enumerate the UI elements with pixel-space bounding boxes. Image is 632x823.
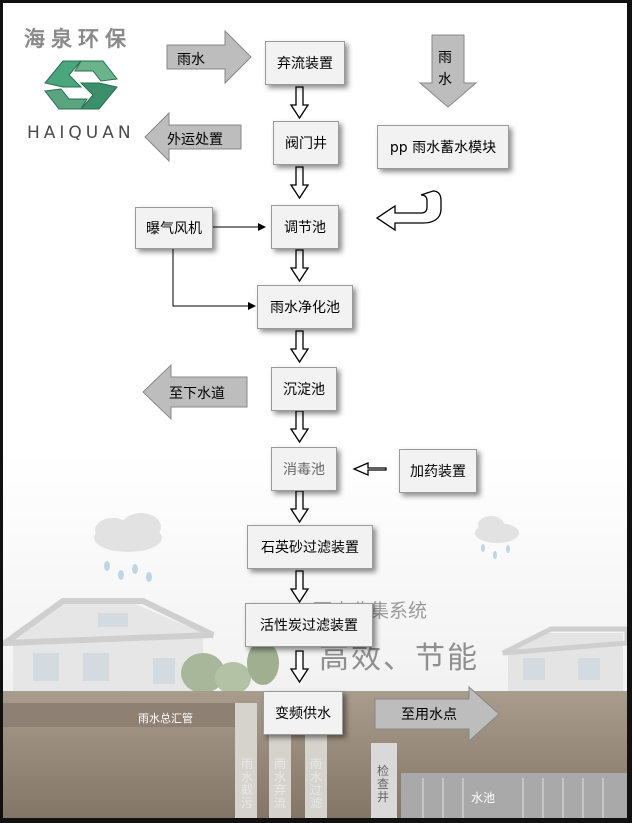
cloud-right-icon xyxy=(475,516,519,559)
down-arrow-icon xyxy=(289,490,310,524)
down-arrow-icon xyxy=(289,570,310,604)
qiliu-box: 弃流装置 xyxy=(265,41,345,85)
logo-english: HAIQUAN xyxy=(27,123,135,143)
rain-input-arrow-icon xyxy=(166,29,252,85)
logo-name: 海泉环保 xyxy=(24,27,132,51)
xiashuidao-arrow-icon xyxy=(142,363,248,421)
jiayao-box: 加药装置 xyxy=(399,449,477,493)
pp-module-box: pp 雨水蓄水模块 xyxy=(377,125,509,169)
rain-input-label: 雨水 xyxy=(177,52,205,68)
bg-inspection-well-label: 检查井 xyxy=(377,764,390,804)
cloud-left-icon xyxy=(94,513,162,582)
yongshuidian-label: 至用水点 xyxy=(401,707,457,723)
rain-top-arrow-icon xyxy=(418,34,478,108)
down-arrow-icon xyxy=(289,166,310,200)
shiying-box: 石英砂过滤装置 xyxy=(247,525,373,569)
bg-water-tank-label: 水池 xyxy=(471,791,496,805)
down-arrow-icon xyxy=(289,249,310,283)
bg-vertical-label-1: 雨水截污 xyxy=(241,757,254,810)
down-arrow-icon xyxy=(289,410,310,444)
huoxingtan-box: 活性炭过滤装置 xyxy=(245,603,373,647)
u-turn-arrow-icon xyxy=(375,190,442,232)
down-arrow-icon xyxy=(289,330,310,364)
tanks-icon xyxy=(235,703,327,818)
xiaodu-box: 消毒池 xyxy=(271,447,337,491)
bg-vertical-label-3: 雨水过滤 xyxy=(310,757,323,810)
waiyun-arrow-icon xyxy=(144,111,242,163)
yongshuidian-arrow-icon xyxy=(374,685,500,743)
bg-pipe-label: 雨水总汇管 xyxy=(138,712,193,725)
baoqi-box: 曝气风机 xyxy=(135,207,213,249)
rain-top-label-2: 水 xyxy=(438,72,452,88)
aerator-to-purification-line xyxy=(172,249,256,310)
famen-box: 阀门井 xyxy=(273,121,339,165)
rain-top-label-1: 雨 xyxy=(438,50,452,66)
water-tank-icon xyxy=(401,773,627,818)
down-arrow-icon xyxy=(289,86,310,120)
connector-lines xyxy=(172,223,266,310)
bushes-icon xyxy=(181,641,279,694)
chendian-box: 沉淀池 xyxy=(271,367,337,411)
down-arrow-icon xyxy=(289,650,310,684)
jinghua-box: 雨水净化池 xyxy=(257,285,353,329)
bianpin-box: 变频供水 xyxy=(263,691,343,735)
tiaojie-box: 调节池 xyxy=(271,205,339,249)
left-arrow-icon xyxy=(352,462,387,476)
inspection-well xyxy=(371,743,397,818)
bg-vertical-label-2: 雨水弃流 xyxy=(274,757,287,810)
logo-icon xyxy=(44,60,118,110)
xiashuidao-label: 至下水道 xyxy=(169,386,225,402)
main-pipe xyxy=(3,703,253,727)
house-left-icon xyxy=(3,598,215,698)
house-right-icon xyxy=(501,626,627,693)
waiyun-label: 外运处置 xyxy=(167,132,223,148)
flow-arrows xyxy=(289,86,442,684)
